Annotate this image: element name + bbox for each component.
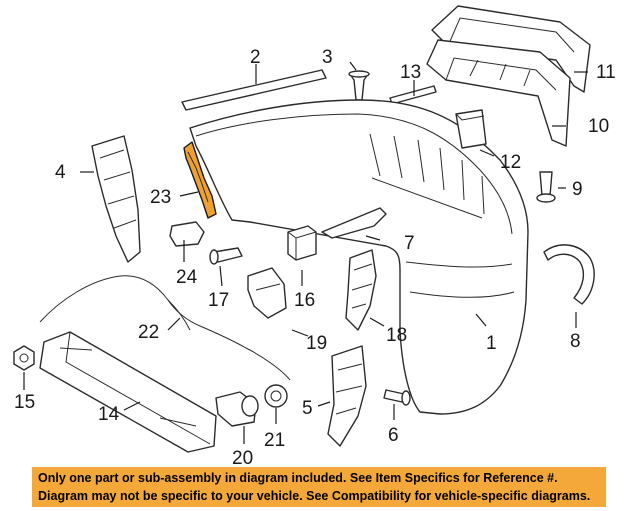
part-7-bracket (321, 207, 387, 239)
callout-3: 3 (322, 47, 333, 68)
part-15-nut (13, 345, 35, 371)
callout-14: 14 (98, 404, 120, 425)
callout-labels: 1 2 3 4 5 6 7 8 9 10 11 12 13 14 15 16 1… (14, 47, 616, 466)
callout-16: 16 (294, 290, 315, 311)
part-2-molding-strip (181, 69, 327, 111)
callout-19: 19 (306, 333, 327, 354)
part-24-pad (169, 221, 205, 247)
callout-5: 5 (302, 398, 313, 419)
callout-15: 15 (14, 392, 35, 413)
part-9-clip (536, 171, 556, 203)
callout-7: 7 (404, 233, 415, 254)
callout-18: 18 (386, 325, 407, 346)
part-13-bracket (389, 85, 437, 105)
parts-diagram: 1 2 3 4 5 6 7 8 9 10 11 12 13 14 15 16 1… (13, 5, 616, 466)
part-4-side-bracket (91, 135, 141, 263)
part-10-energy-absorber (426, 39, 571, 147)
part-20-parking-sensor (215, 391, 259, 427)
disclaimer-line-2: Diagram may not be specific to your vehi… (38, 489, 591, 503)
part-22-wiring-harness (39, 275, 291, 381)
callout-11: 11 (596, 62, 616, 83)
callout-6: 6 (388, 425, 399, 446)
part-6-pin (383, 389, 411, 406)
part-5-lower-bracket (327, 345, 367, 447)
callout-22: 22 (138, 322, 159, 343)
disclaimer-banner: Only one part or sub-assembly in diagram… (32, 467, 606, 507)
leader-lines (23, 61, 588, 444)
part-23-bracket-highlight (183, 141, 217, 219)
part-1-bumper-cover (189, 99, 529, 415)
callout-10: 10 (588, 116, 609, 137)
callout-8: 8 (570, 331, 581, 352)
part-18-side-mount (345, 249, 377, 331)
part-3-clip (348, 70, 370, 101)
part-14-reinforcement-beam (39, 331, 217, 453)
part-8-arch-liner (543, 244, 595, 305)
part-19-sensor-bracket (247, 267, 287, 319)
callout-2: 2 (250, 47, 261, 68)
disclaimer-line-1: Only one part or sub-assembly in diagram… (38, 471, 558, 485)
part-21-grommet (264, 384, 288, 408)
callout-12: 12 (500, 152, 521, 173)
callout-1: 1 (486, 333, 497, 354)
callout-24: 24 (176, 267, 198, 288)
callout-17: 17 (208, 290, 229, 311)
callout-23: 23 (150, 187, 171, 208)
callout-20: 20 (232, 448, 253, 466)
callout-21: 21 (264, 430, 285, 451)
part-16-module (287, 225, 317, 261)
callout-4: 4 (55, 162, 66, 183)
callout-9: 9 (572, 179, 583, 200)
part-17-pin (209, 247, 243, 265)
part-12-pad (455, 109, 487, 149)
callout-13: 13 (400, 62, 421, 83)
